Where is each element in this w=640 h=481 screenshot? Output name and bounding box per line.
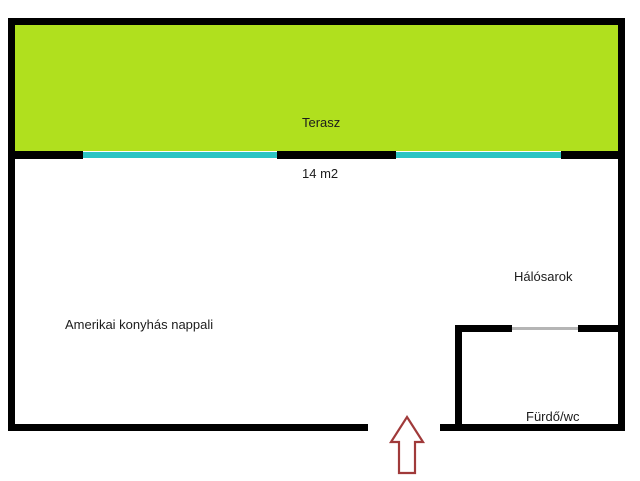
room-label-furdo-name: Fürdő/wc: [526, 409, 580, 424]
room-label-terasz: Terasz 14 m2: [302, 80, 340, 216]
bathroom-door-opening[interactable]: [512, 327, 578, 330]
room-label-furdo: Fürdő/wc: [526, 374, 579, 459]
exterior-wall-left-interior: [8, 151, 15, 431]
bathroom-partition-wall-left: [455, 325, 462, 431]
terrace-wall-pier-center: [277, 151, 396, 159]
exterior-wall-right-terrace: [618, 18, 625, 156]
exterior-wall-left-terrace: [8, 18, 15, 156]
room-label-nappali: Amerikai konyhás nappali: [65, 282, 213, 367]
entrance-arrow: [388, 414, 426, 476]
exterior-wall-bottom-right: [440, 424, 625, 431]
exterior-wall-right-interior: [618, 151, 625, 431]
terrace-wall-pier-right: [561, 151, 625, 159]
bathroom-partition-wall-top-left: [455, 325, 512, 332]
terrace-wall-pier-left: [8, 151, 83, 159]
bathroom-partition-wall-top-right: [578, 325, 625, 332]
exterior-wall-bottom-left: [8, 424, 368, 431]
room-label-nappali-name: Amerikai konyhás nappali: [65, 317, 214, 332]
terrace-floor-fill: [12, 22, 621, 151]
room-label-terasz-area: 14 m2: [302, 166, 339, 181]
room-label-halosarok-name: Hálósarok: [514, 269, 573, 284]
room-label-halosarok: Hálósarok: [514, 234, 573, 319]
exterior-wall-top: [8, 18, 625, 25]
room-label-terasz-name: Terasz: [302, 115, 341, 130]
entrance-arrow-icon: [388, 414, 426, 475]
